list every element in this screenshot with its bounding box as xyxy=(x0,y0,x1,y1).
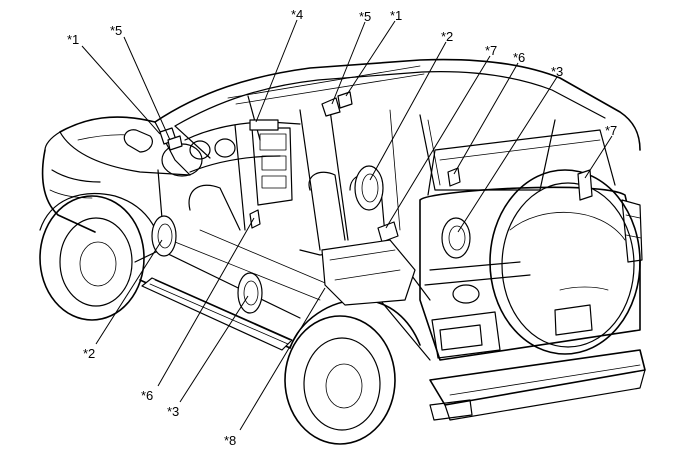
center-speaker xyxy=(249,119,279,131)
leader-2a xyxy=(369,41,447,181)
callout-1-front-left: *1 xyxy=(67,32,80,47)
callout-6-pillar: *6 xyxy=(141,388,154,403)
speaker-components xyxy=(151,91,593,314)
quarter-component xyxy=(447,167,461,187)
leader-4 xyxy=(255,19,298,123)
callout-6-rear: *6 xyxy=(513,50,526,65)
leader-5b xyxy=(331,21,366,105)
rear-component-b xyxy=(577,169,593,201)
leader-8 xyxy=(239,287,326,431)
callout-2-front-left: *2 xyxy=(83,346,96,361)
leader-3a xyxy=(457,76,558,233)
callout-5-front-right: *5 xyxy=(359,9,372,24)
leader-7b xyxy=(584,135,613,179)
front-door-upper-left xyxy=(167,135,183,151)
rear-door-speaker-right xyxy=(441,217,471,259)
leader-7a xyxy=(385,55,491,229)
leader-lines xyxy=(81,19,613,431)
front-door-upper-right xyxy=(337,91,353,109)
woofer-box xyxy=(321,239,416,306)
leader-1a xyxy=(81,45,161,135)
front-door-speaker-right xyxy=(354,165,384,211)
leader-3b xyxy=(179,295,249,403)
leader-5a xyxy=(123,36,171,141)
leader-6a xyxy=(453,62,519,175)
callout-3-rear-left: *3 xyxy=(167,404,180,419)
callout-7-rear: *7 xyxy=(485,43,498,58)
pillar-component xyxy=(249,209,261,229)
leader-6b xyxy=(157,217,255,387)
callout-8-woofer: *8 xyxy=(224,433,237,448)
callout-2-front-right: *2 xyxy=(441,29,454,44)
front-tweeter-right xyxy=(321,97,341,117)
leader-2b xyxy=(95,239,163,345)
callout-5-front-left: *5 xyxy=(110,23,123,38)
callout-7-tailgate: *7 xyxy=(605,123,618,138)
leader-1b xyxy=(345,20,396,97)
callout-4-center: *4 xyxy=(291,7,304,22)
callout-1-front-right: *1 xyxy=(390,8,403,23)
callout-3-rear-right: *3 xyxy=(551,64,564,79)
